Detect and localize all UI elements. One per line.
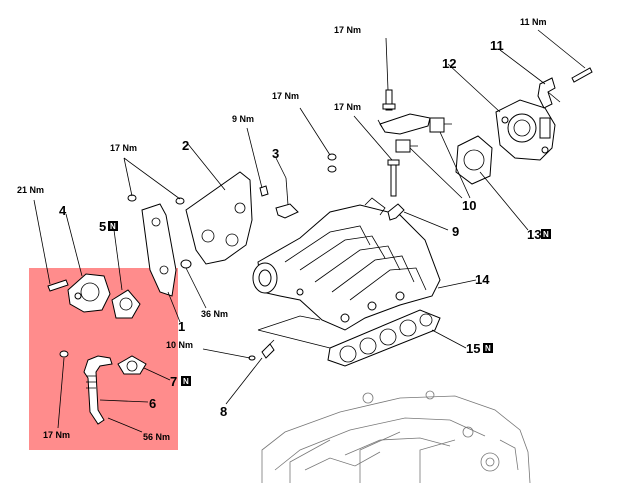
- throttle-body: [495, 99, 556, 161]
- part-number: 1: [178, 319, 185, 334]
- part-number: 2: [182, 138, 189, 153]
- torque-label: 17 Nm: [334, 102, 361, 112]
- torque-label: 17 Nm: [110, 143, 137, 153]
- part-number: 4: [59, 203, 67, 218]
- new-part-badge: N: [108, 221, 118, 231]
- new-part-badges: N N N N: [108, 221, 551, 386]
- new-part-badge: N: [541, 229, 551, 239]
- new-part-badge: N: [483, 343, 493, 353]
- part-number: 11: [490, 38, 504, 53]
- part-number: 14: [475, 272, 490, 287]
- badge-label: N: [543, 230, 549, 239]
- manifold-gasket: [327, 309, 441, 367]
- part-number: 3: [272, 146, 279, 161]
- bolts-17nm-left: [127, 194, 185, 205]
- bracket-3: [275, 177, 299, 219]
- bolt-36nm: [180, 259, 192, 269]
- engine-block: [261, 390, 531, 483]
- torque-label: 21 Nm: [17, 185, 44, 195]
- bracket-8: [261, 339, 275, 359]
- torque-label: 11 Nm: [520, 17, 547, 27]
- part-number: 5: [99, 219, 106, 234]
- bolt-11nm: [571, 67, 593, 83]
- new-part-badge: N: [181, 376, 191, 386]
- badge-label: N: [485, 344, 491, 353]
- bracket-9: [387, 203, 405, 221]
- part-number: 13: [527, 227, 541, 242]
- part-number: 15: [466, 341, 480, 356]
- long-bolt: [387, 159, 400, 197]
- torque-label: 56 Nm: [143, 432, 170, 442]
- bolt-21nm: [47, 279, 69, 292]
- intake-manifold: [252, 197, 441, 331]
- badge-label: N: [183, 377, 189, 386]
- torque-label: 17 Nm: [334, 25, 361, 35]
- part-number: 8: [220, 404, 227, 419]
- part-number: 7: [170, 374, 177, 389]
- part-number: 12: [442, 56, 456, 71]
- egr-gasket: [111, 289, 141, 319]
- leader-lines: [33, 29, 586, 433]
- bolt-17nm-bottom: [59, 350, 69, 358]
- torque-label: 17 Nm: [272, 91, 299, 101]
- bracket-11: [537, 77, 561, 109]
- torque-label: 9 Nm: [232, 114, 254, 124]
- part-number: 10: [462, 198, 476, 213]
- part-numbers: 11 12 2 3 4 5 10 9 13 14 1 15 7 6 8: [59, 38, 541, 419]
- torque-labels: 11 Nm 17 Nm 17 Nm 17 Nm 9 Nm 17 Nm 21 Nm…: [17, 17, 547, 442]
- egr-pipe: [83, 355, 113, 425]
- torque-label: 10 Nm: [166, 340, 193, 350]
- stay-1: [141, 203, 177, 297]
- bolt-top: [382, 89, 396, 111]
- pipe-gasket: [117, 355, 147, 375]
- nuts-17nm: [327, 153, 337, 173]
- bolt-9nm: [259, 185, 269, 197]
- manifold-stay: [185, 171, 253, 265]
- solenoid-valves: [377, 113, 452, 153]
- badge-label: N: [110, 222, 116, 231]
- torque-label: 17 Nm: [43, 430, 70, 440]
- part-number: 6: [149, 396, 156, 411]
- throttle-gasket: [455, 135, 493, 185]
- part-number: 9: [452, 224, 459, 239]
- egr-valve: [67, 273, 111, 313]
- torque-label: 36 Nm: [201, 309, 228, 319]
